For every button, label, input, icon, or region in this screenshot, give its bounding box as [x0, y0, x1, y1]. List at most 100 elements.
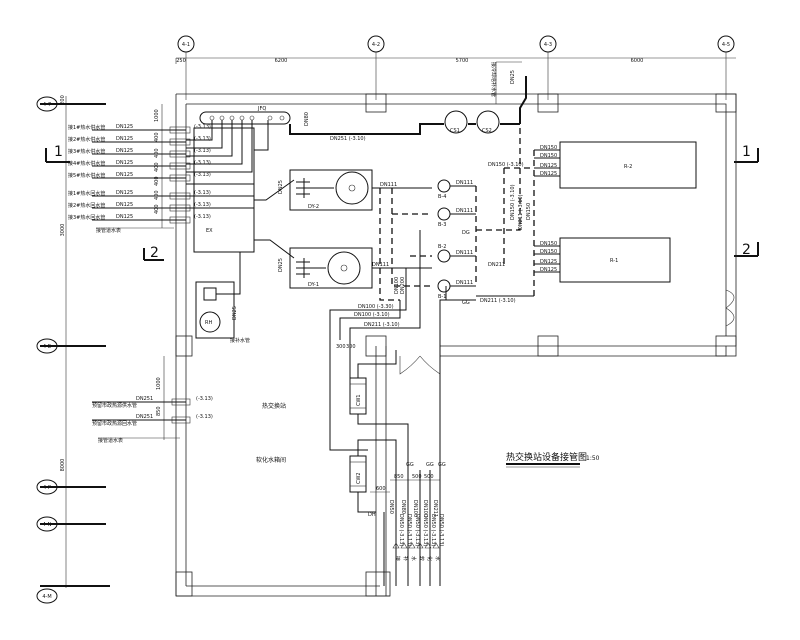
left-note-2: 接管道水表 [98, 437, 123, 444]
pipe-row-size: DN125 [116, 136, 133, 142]
axis-bubble-4-1 [177, 35, 195, 53]
pipe-label: GG [406, 462, 414, 468]
b2-pump [437, 249, 451, 263]
pipe-label: DN150 (-3.10) [510, 184, 516, 220]
r1-unit: R-1 DN150 DN150 DN125 DN125 [534, 237, 671, 283]
section-marks: 1 2 1 2 [45, 144, 759, 261]
dimension-text: 400 [154, 148, 160, 158]
valve [171, 398, 191, 406]
equipment-label: B-3 [438, 222, 446, 228]
valve [171, 416, 191, 424]
bottom-pipe-note: 接 [394, 556, 401, 561]
dy2-tank [335, 171, 369, 205]
dy1-tank [327, 251, 361, 285]
column [175, 335, 193, 357]
pipe-label: DG [462, 230, 470, 236]
pipe-row-code: (-3.13) [194, 214, 211, 220]
pipe-row-size: DN125 [116, 202, 133, 208]
section-mark-text: 2 [150, 245, 159, 261]
pipe-label: GG [462, 300, 470, 306]
valve [169, 162, 191, 170]
pipe-row-size: DN125 [116, 160, 133, 166]
pipe-row-code: (-3.13) [194, 172, 211, 178]
equipment-label: DH [368, 512, 376, 518]
r2-box [559, 141, 697, 189]
pipe-label: DN200 [400, 277, 406, 294]
pipe-label: DN150 [540, 241, 557, 247]
pipe-label: DN25 [510, 70, 516, 84]
arrow-icon [416, 542, 424, 549]
b3-pump [437, 207, 451, 221]
ex-heat-exchanger: EX [193, 127, 255, 253]
dimension-text: 6000 [631, 58, 644, 64]
arrow-icon [400, 542, 408, 549]
dy2-unit: DY-2 DN25 [278, 169, 373, 211]
cw1-tank: CW1 [349, 350, 409, 470]
valve [169, 126, 191, 134]
equipment-label: EX [206, 228, 213, 234]
pipe-label: DN150 [526, 203, 532, 220]
equipment-label: JFQ [257, 106, 266, 112]
dimension-text: 1000 [156, 377, 162, 390]
pipe-row-size: DN125 [116, 190, 133, 196]
axis-bubble-4-7 [36, 96, 58, 112]
pipe-row-code: (-3.13) [194, 124, 211, 130]
column [365, 571, 391, 597]
pipe-label: DN125 [540, 171, 557, 177]
pipe-label: DN25 [278, 180, 284, 194]
equipment-label: B-2 [438, 244, 446, 250]
pipe-label: DN125 [540, 163, 557, 169]
room-label: 软化水箱间 [256, 456, 286, 464]
axis-label: 4-1 [182, 42, 190, 48]
pipe-label: DN25 [278, 258, 284, 272]
pipe-label: DN111 [456, 180, 473, 186]
jfq-distributor: JFQ [199, 106, 291, 125]
pipe-label: 接冷却塔补水管 [490, 62, 497, 97]
equipment-label: DY-1 [308, 282, 319, 288]
equipment-label: DY-2 [308, 204, 319, 210]
bottom-pipe-labels: DN50 (-3.13)DN50 (-3.13)DN50 (-3.13)DN50… [392, 514, 444, 561]
pipe-label: 300 [336, 344, 346, 350]
scale-text: 1:50 [586, 455, 600, 462]
column [715, 93, 737, 113]
dimension-text: 500 [412, 474, 422, 480]
dimension-text: 400 [154, 132, 160, 142]
axis-bubble-4-n [36, 516, 58, 532]
axis-bubble-4-p [36, 479, 58, 495]
pipe-label: 接补水管 [230, 337, 250, 344]
pipe-row-label: 接4#热水供水管 [68, 160, 105, 167]
arrow-icon [432, 542, 440, 549]
lower-left-pipes: 1000 850 [156, 356, 165, 440]
bottom-pipe-bundle: 850 600 500 500 DN50 DN80 DN100 DN100 DN… [370, 462, 446, 586]
pipe-row-size: DN125 [116, 124, 133, 130]
pipe-label: 300 [346, 344, 356, 350]
rh-box [195, 281, 235, 339]
top-axis-grid: 4-1 4-2 4-3 4-5 250 6200 5700 6000 [175, 35, 736, 100]
axis-bubble-4-b [36, 338, 58, 354]
r1-box [559, 237, 671, 283]
dimension-text: 6200 [275, 58, 288, 64]
equipment-label: CS2 [482, 128, 492, 134]
axis-bubble-4-3 [539, 35, 557, 53]
cs2-pump [476, 110, 500, 134]
pipe-label: DN80 [304, 112, 310, 126]
pipe-label: DN100 [422, 500, 428, 517]
bottom-pipe-code: DN50 (-3.13) [438, 514, 444, 546]
column [175, 571, 193, 597]
equipment-label: R-1 [610, 258, 618, 264]
door-swing [725, 307, 735, 327]
axis-label: 4-B [43, 344, 52, 350]
equipment-label: B-4 [438, 194, 446, 200]
pipe-label: DN100 [412, 500, 418, 517]
pipe-row-label: 预留市政热源回水管 [92, 420, 137, 427]
equipment-label: CS1 [450, 128, 460, 134]
pipe-row-size: DN251 [136, 396, 153, 402]
column [537, 93, 559, 113]
bottom-pipe-note: 软 [418, 556, 425, 561]
axis-label: 4-2 [372, 42, 380, 48]
door-swing [419, 355, 441, 375]
bottom-pipe-note: 化 [426, 556, 433, 561]
section-mark-text: 1 [742, 144, 751, 160]
r2-unit: R-2 DN150 DN150 DN125 DN125 [534, 141, 697, 189]
